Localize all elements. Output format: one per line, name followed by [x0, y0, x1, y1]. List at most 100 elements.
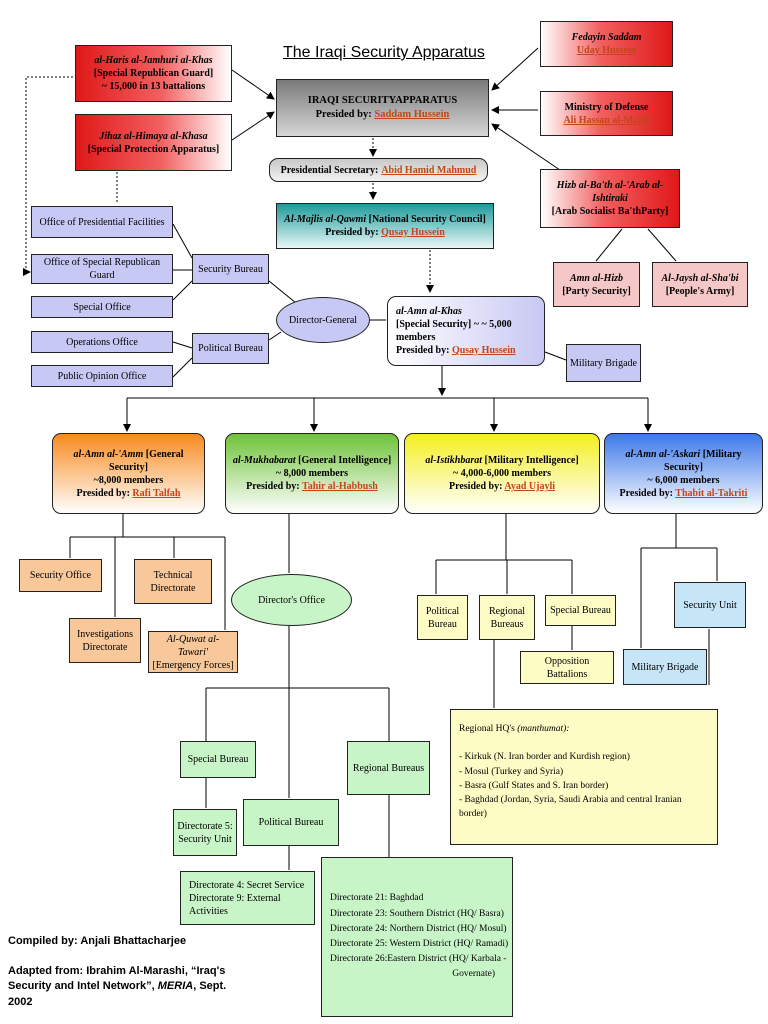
fedayin-box: Fedayin Saddam Uday Hussein: [540, 21, 673, 67]
mi-hq-item: - Basra (Gulf States and S. Iran border): [459, 780, 609, 791]
baath-box: Hizb al-Ba'th al-'Arab al-Ishtiraki [Ara…: [540, 169, 680, 228]
gs-technical-line2: Directorate: [150, 582, 196, 594]
adapted-line1: Adapted from: Ibrahim Al-Marashi, “Iraq'…: [8, 965, 226, 977]
adapted-line2a: Security and Intel Network”,: [8, 980, 158, 993]
muk-dir4-9-box: Directorate 4: Secret Service Directorat…: [180, 871, 315, 925]
amn-askari-leader-link[interactable]: Thabit al-Takriti: [675, 487, 748, 499]
gs-quwat-english: [Emergency Forces]: [152, 659, 234, 671]
nsc-presided-label: Presided by:: [325, 227, 379, 238]
amn-askari-presided-label: Presided by:: [619, 487, 673, 499]
muk-regional-dir-item: Directorate 26:Eastern District (HQ/ Kar…: [330, 954, 507, 965]
muk-regional-bureaus-box: Regional Bureaus: [347, 741, 430, 795]
muk-dir9-label: Directorate 9: External Activities: [189, 892, 281, 917]
adapted-line3: 2002: [8, 995, 33, 1008]
secretary-label: Presidential Secretary:: [280, 164, 379, 176]
adapted-from-credit: Adapted from: Ibrahim Al-Marashi, “Iraq'…: [8, 964, 226, 1010]
istikhbarat-size: ~ 4,000-6,000 members: [453, 468, 551, 479]
mukhabarat-english: [General Intelligence]: [298, 455, 392, 466]
general-security-name: al-Amn al-'Amm: [73, 448, 144, 460]
muk-regional-dir-item: Directorate 25: Western District (HQ/ Ra…: [330, 939, 509, 949]
compiled-by-text: Compiled by: Anjali Bhattacharjee: [8, 935, 187, 947]
amn-hizb-english: [Party Security]: [562, 285, 631, 297]
istikhbarat-name: al-Istikhbarat: [425, 455, 483, 466]
defense-name: Ministry of Defense: [564, 101, 649, 113]
gs-security-office-label: Security Office: [29, 570, 92, 581]
muk-special-bureau-label: Special Bureau: [187, 754, 249, 765]
gs-technical-line1: Technical: [153, 569, 193, 581]
haris-box: al-Haris al-Jamhuri al-Khas [Special Rep…: [75, 45, 232, 102]
amn-hizb-name: Amn al-Hizb: [569, 272, 624, 284]
istikhbarat-presided-label: Presided by:: [448, 481, 503, 492]
security-bureau-label: Security Bureau: [198, 263, 263, 275]
mi-regional-bureaus-box: Regional Bureaus: [479, 595, 535, 640]
mi-hq-title-italic: (manthumat):: [517, 724, 570, 734]
mukhabarat-leader-link[interactable]: Tahir al-Habbush: [301, 481, 378, 492]
mi-regional-line1: Regional: [488, 605, 526, 617]
mi-political-line1: Political: [425, 605, 460, 617]
muk-regional-dir-item: Directorate 21: Baghdad: [330, 893, 424, 904]
directors-office-ellipse: Director's Office: [231, 574, 352, 626]
amn-hizb-box: Amn al-Hizb [Party Security]: [553, 262, 640, 307]
compiled-by-credit: Compiled by: Anjali Bhattacharjee: [8, 934, 186, 949]
office-presidential-facilities-label: Office of Presidential Facilities: [39, 216, 165, 228]
muk-dir5-box: Directorate 5: Security Unit: [173, 809, 237, 856]
general-security-size: ~8,000 members: [93, 474, 164, 486]
office-public-opinion-label: Public Opinion Office: [57, 370, 147, 382]
general-security-box: al-Amn al-'Amm [General Security] ~8,000…: [52, 433, 205, 514]
haris-english: [Special Republican Guard]: [93, 68, 214, 79]
secretary-leader-link[interactable]: Abid Hamid Mahmud: [381, 164, 477, 176]
secretary-box: Presidential Secretary: Abid Hamid Mahmu…: [269, 158, 488, 182]
ms-military-brigade-label: Military Brigade: [631, 661, 699, 673]
muk-regional-dir-item: Directorate 23: Southern District (HQ/ B…: [330, 908, 504, 919]
general-security-leader-link[interactable]: Rafi Talfah: [132, 487, 181, 499]
muk-dir5-line2: Security Unit: [178, 833, 232, 845]
gs-investigations-box: Investigations Directorate: [69, 618, 141, 663]
defense-box: Ministry of Defense Ali Hassan al-Majid: [540, 91, 673, 136]
mi-political-bureau-box: Political Bureau: [417, 595, 468, 640]
amn-askari-name: al-Amn al-'Askari: [625, 448, 701, 460]
amn-khas-name: al-Amn al-Khas: [396, 306, 462, 317]
muk-regional-bureaus-label: Regional Bureaus: [352, 762, 425, 774]
mukhabarat-box: al-Mukhabarat [General Intelligence] ~ 8…: [225, 433, 399, 514]
director-general-ellipse: Director-General: [276, 297, 370, 343]
political-bureau-box-top: Political Bureau: [192, 333, 269, 364]
ms-security-unit-box: Security Unit: [674, 582, 746, 628]
istikhbarat-box: al-Istikhbarat [Military Intelligence] ~…: [404, 433, 600, 514]
adapted-line2c: , Sept.: [193, 980, 227, 993]
jaysh-box: Al-Jaysh al-Sha'bi [People's Army]: [652, 262, 748, 307]
muk-regional-dir-tail: Governate): [452, 969, 495, 980]
jihaz-box: Jihaz al-Himaya al-Khasa [Special Protec…: [75, 114, 232, 171]
amn-khas-leader-link[interactable]: Qusay Hussein: [451, 345, 516, 356]
gs-quwat-name: Al-Quwat al-Tawari': [166, 633, 220, 658]
amn-khas-size: ~ 5,000 members: [396, 319, 512, 343]
amn-askari-size: ~ 6,000 members: [647, 474, 720, 486]
istikhbarat-leader-link[interactable]: Ayad Ujayli: [504, 481, 556, 492]
muk-regional-dir-item: Directorate 24: Northern District (HQ/ M…: [330, 923, 507, 934]
director-general-label: Director-General: [288, 314, 358, 326]
military-brigade-top-label: Military Brigade: [570, 357, 637, 369]
directors-office-label: Director's Office: [258, 594, 325, 606]
general-security-presided-label: Presided by:: [76, 487, 130, 499]
apex-leader-link[interactable]: Saddam Hussein: [374, 109, 450, 120]
mi-special-bureau-box: Special Bureau: [545, 595, 616, 626]
office-srg: Office of Special Republican Guard: [31, 254, 173, 284]
muk-political-bureau-label: Political Bureau: [258, 817, 324, 828]
security-bureau-box: Security Bureau: [192, 254, 269, 284]
gs-quwat-box: Al-Quwat al-Tawari' [Emergency Forces]: [148, 631, 238, 673]
nsc-leader-link[interactable]: Qusay Hussein: [381, 227, 445, 238]
general-security-english: [General Security]: [109, 448, 184, 473]
ms-security-unit-label: Security Unit: [683, 599, 737, 611]
amn-khas-english: [Special Security]: [396, 319, 472, 330]
haris-size: ~ 15,000 in 13 battalions: [101, 81, 206, 92]
jihaz-english: [Special Protection Apparatus]: [87, 143, 220, 155]
muk-political-bureau-box: Political Bureau: [243, 799, 339, 846]
fedayin-leader-link[interactable]: Uday Hussein: [576, 45, 637, 56]
mi-opposition-label: Opposition Battalions: [544, 655, 590, 680]
office-special: Special Office: [31, 296, 173, 318]
apex-presided-label: Presided by:: [315, 109, 372, 120]
baath-english: [Arab Socialist Ba'thParty]: [551, 206, 669, 217]
defense-leader-link[interactable]: Ali Hassan al-Majid: [563, 114, 650, 126]
mukhabarat-name: al-Mukhabarat: [232, 455, 296, 466]
mukhabarat-presided-label: Presided by:: [246, 481, 300, 492]
office-public-opinion: Public Opinion Office: [31, 365, 173, 387]
